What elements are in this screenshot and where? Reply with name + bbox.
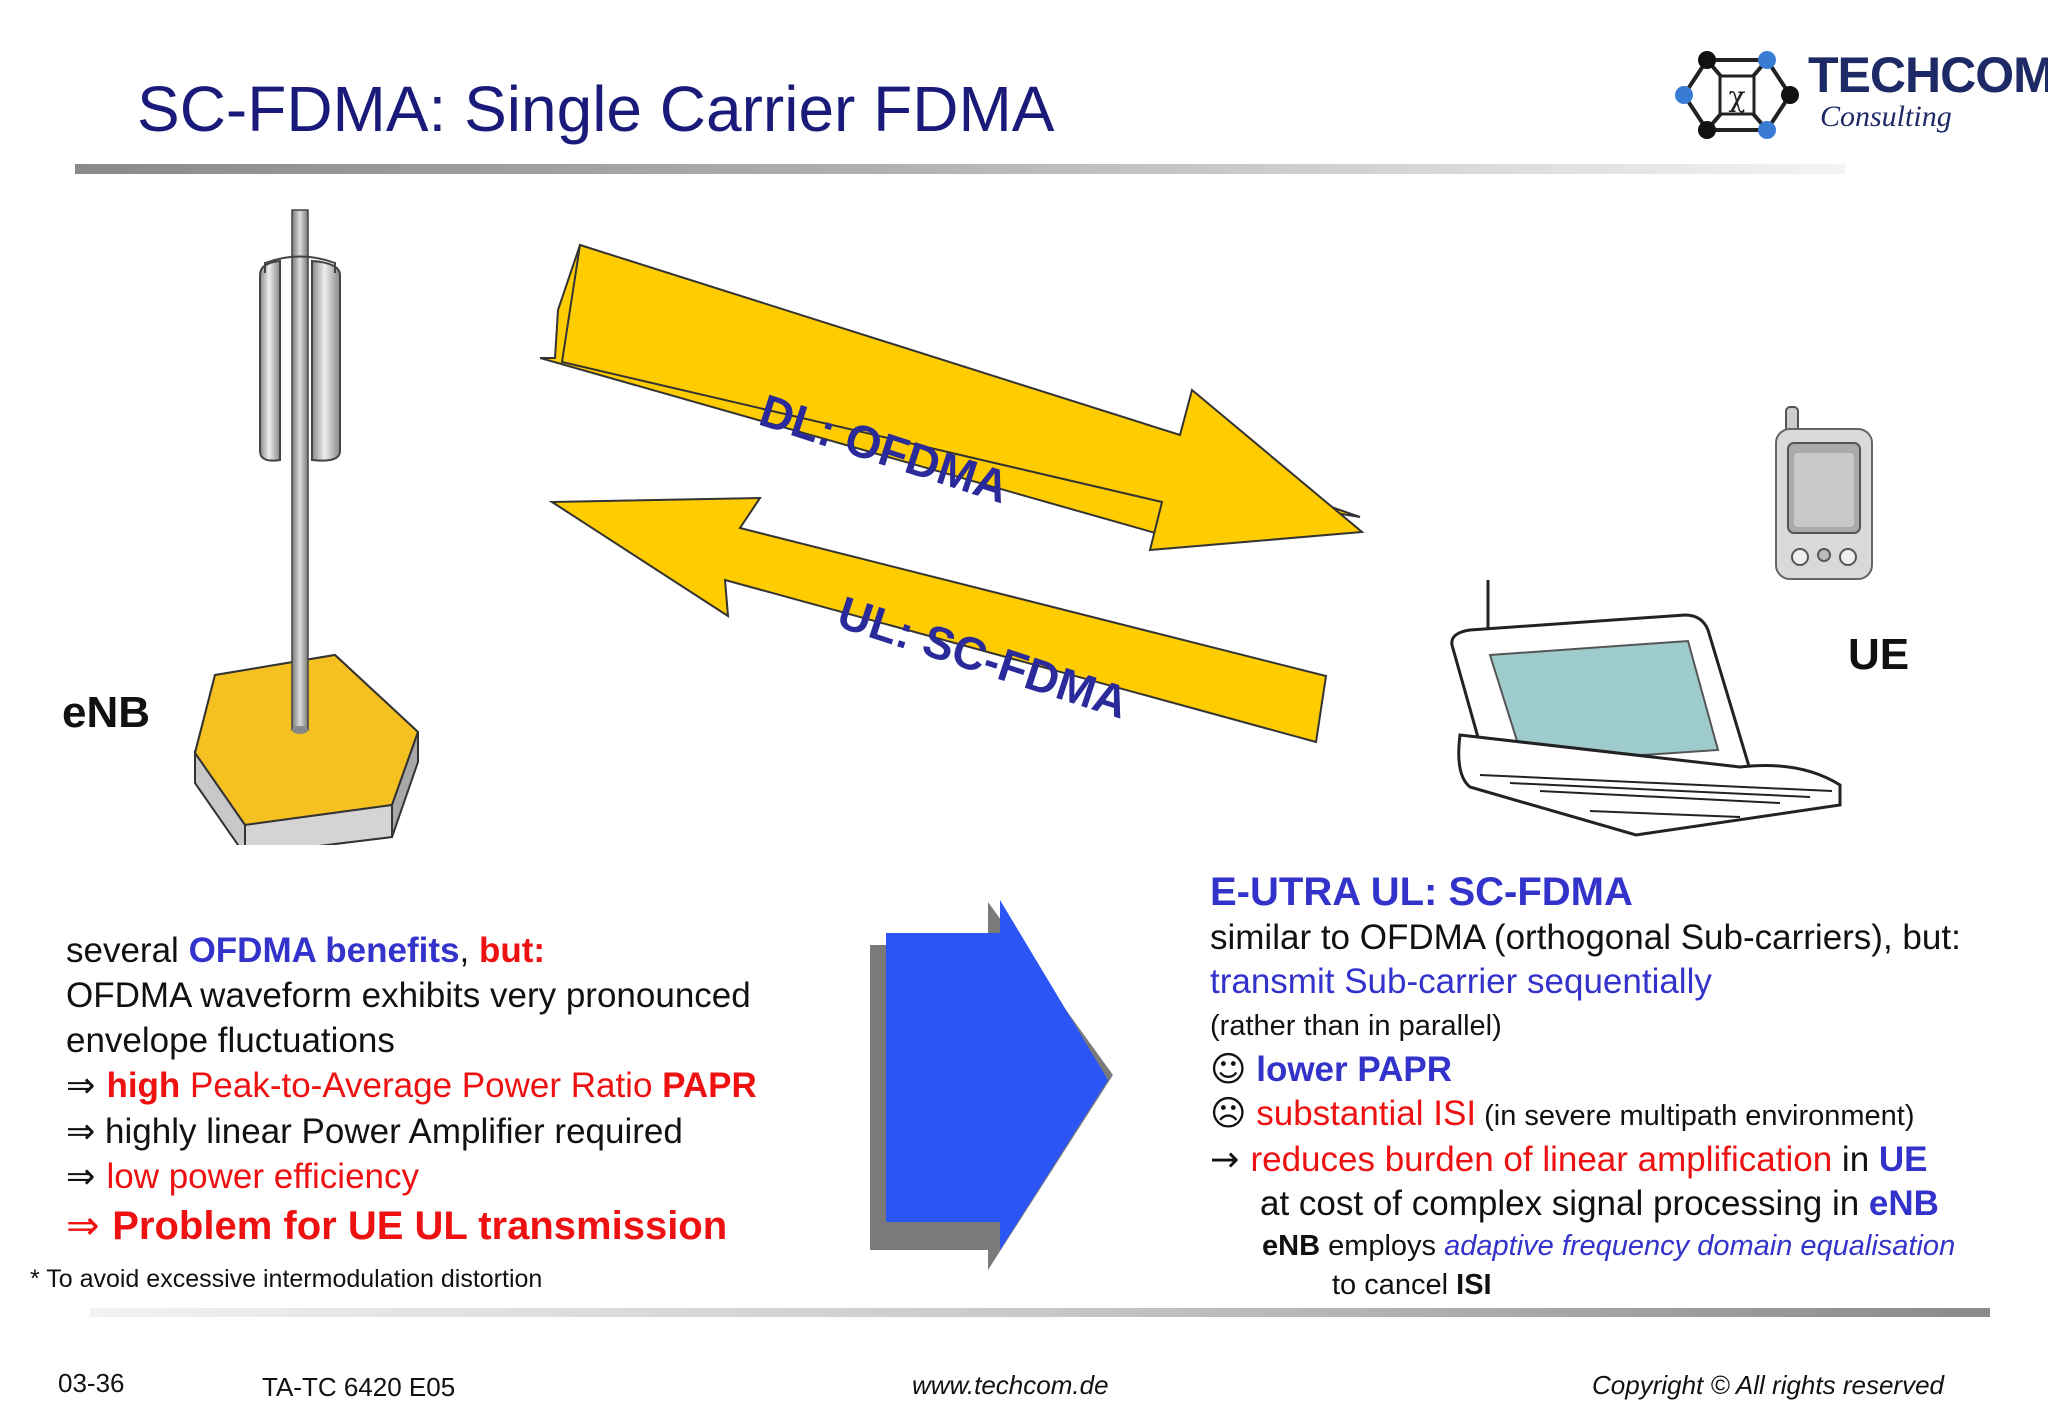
- svg-text:χ: χ: [1729, 80, 1746, 113]
- mobile-phone-icon: [1775, 406, 1873, 580]
- line-sequential: transmit Sub-carrier sequentially: [1210, 962, 1712, 1001]
- line-parallel: (rather than in parallel): [1210, 1010, 1502, 1042]
- ue-label: UE: [1848, 630, 1910, 679]
- footer-page-number: 03-36: [58, 1368, 125, 1398]
- line-low-efficiency: ⇒ low power efficiency: [66, 1157, 420, 1197]
- line-reduces-burden: → reduces burden of linear amplification…: [1210, 1140, 1928, 1180]
- line-envelope: envelope fluctuations: [66, 1021, 395, 1060]
- laptop-icon: [1450, 580, 1842, 837]
- line-ofdma-benefits: several OFDMA benefits, but:: [66, 931, 546, 970]
- line-waveform: OFDMA waveform exhibits very pronounced: [66, 976, 751, 1015]
- footer-course-code: TA-TC 6420 E05: [262, 1372, 456, 1402]
- line-papr: ⇒ high Peak-to-Average Power Ratio PAPR: [66, 1066, 757, 1106]
- enb-label: eNB: [62, 688, 151, 737]
- techcom-logo-icon: χ: [1675, 51, 1799, 139]
- ofdma-drawbacks-block: several OFDMA benefits, but: OFDMA wavef…: [66, 928, 866, 1249]
- line-cost: at cost of complex signal processing in …: [1260, 1184, 1939, 1223]
- frown-icon: ☹: [1210, 1094, 1247, 1134]
- logo-subtitle: Consulting: [1820, 100, 1952, 133]
- top-divider: [75, 164, 1845, 174]
- line-problem: ⇒ Problem for UE UL transmission: [66, 1203, 728, 1249]
- summary-heading: E-UTRA UL: SC-FDMA: [1210, 870, 1633, 914]
- link-arrows: [540, 243, 1365, 744]
- line-linear-pa: ⇒ highly linear Power Amplifier required: [66, 1112, 683, 1151]
- line-lower-papr: ☺ lower PAPR: [1210, 1050, 1453, 1090]
- line-isi: ☹ substantial ISI (in severe multipath e…: [1210, 1094, 1915, 1134]
- footnote: * To avoid excessive intermodulation dis…: [30, 1265, 543, 1293]
- smiley-icon: ☺: [1210, 1050, 1247, 1090]
- line-equalisation: eNB employs adaptive frequency domain eq…: [1262, 1230, 1956, 1262]
- sc-fdma-summary-block: E-UTRA UL: SC-FDMA similar to OFDMA (ort…: [1210, 868, 2040, 1304]
- line-similar: similar to OFDMA (orthogonal Sub-carrier…: [1210, 918, 1961, 957]
- dl-arrow: [560, 243, 1365, 552]
- line-cancel-isi: to cancel ISI: [1332, 1269, 1492, 1301]
- footer-url[interactable]: www.techcom.de: [912, 1370, 1109, 1400]
- enb-antenna-icon: [193, 209, 420, 845]
- page-title: SC-FDMA: Single Carrier FDMA: [137, 73, 1055, 145]
- ul-arrow: [548, 496, 1328, 744]
- bottom-divider: [90, 1308, 1990, 1317]
- logo-brand: TECHCOM®: [1808, 47, 2048, 103]
- transition-arrow-icon: [870, 900, 1113, 1270]
- footer-copyright: Copyright © All rights reserved: [1592, 1370, 1944, 1400]
